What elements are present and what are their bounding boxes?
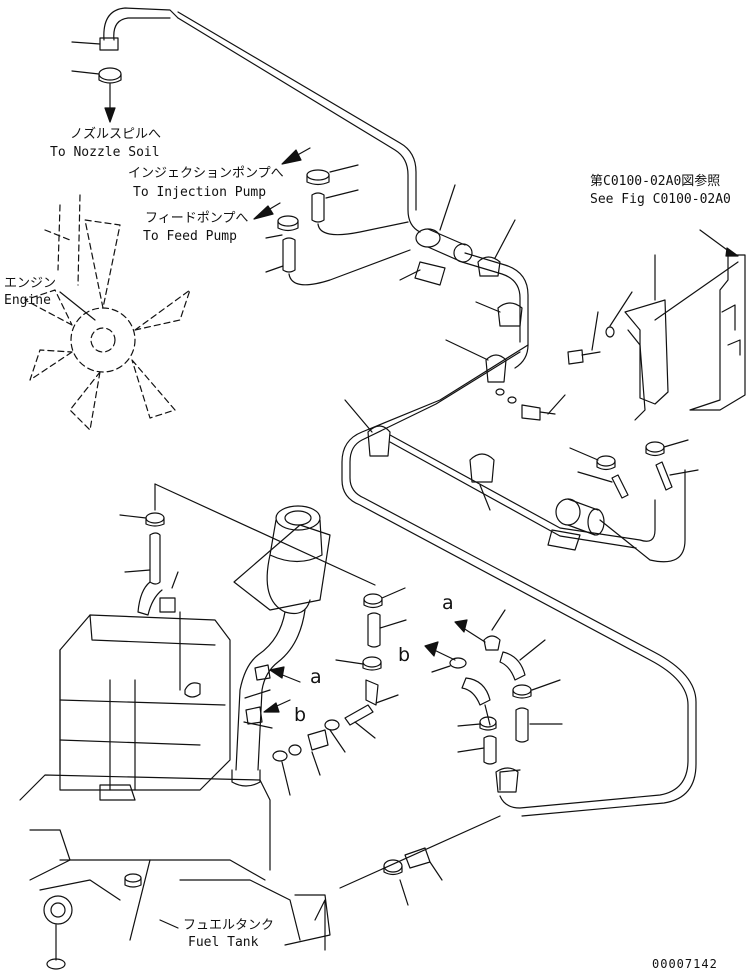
strainer-upper bbox=[399, 184, 473, 286]
washer-2 bbox=[605, 326, 615, 338]
pipe-loop-outer bbox=[341, 344, 689, 809]
clamp-1 bbox=[477, 219, 516, 277]
label-feed-jp: フィードポンプへ bbox=[145, 211, 249, 226]
feed-hose bbox=[265, 215, 411, 286]
label-nozzle-en: To Nozzle Soil bbox=[50, 145, 160, 160]
drawing-number: 00007142 bbox=[652, 957, 718, 971]
clamp-4 bbox=[344, 399, 391, 457]
label-seefig-jp: 第C0100-02A0図参照 bbox=[590, 174, 721, 189]
bolt-2 bbox=[567, 311, 601, 365]
pipe-loop-inner bbox=[349, 351, 697, 817]
arrow-to-nozzle bbox=[104, 83, 116, 123]
hose-short-2 bbox=[655, 461, 699, 491]
marker-b-right: b bbox=[398, 644, 411, 666]
nozzle-hose bbox=[71, 7, 179, 84]
label-engine-jp: エンジン bbox=[4, 276, 57, 291]
drain-clamp bbox=[46, 958, 66, 970]
hose-12 bbox=[457, 735, 497, 765]
arrow-b-right bbox=[424, 641, 467, 673]
bolt-1 bbox=[521, 394, 566, 421]
label-fueltank-en: Fuel Tank bbox=[188, 935, 259, 950]
label-nozzle-jp: ノズルスピルへ bbox=[70, 127, 162, 142]
engine-fan bbox=[24, 194, 191, 431]
clamp-3 bbox=[445, 339, 507, 396]
pipe-drop bbox=[499, 769, 521, 791]
arrow-b-left bbox=[263, 699, 291, 713]
fuel-tank bbox=[19, 614, 331, 951]
arrow-a-right bbox=[454, 609, 506, 651]
clamp-9 bbox=[512, 679, 561, 699]
neck-fittings bbox=[243, 664, 273, 729]
clamp-11 bbox=[457, 716, 497, 731]
upper-hose-clamps-left bbox=[119, 483, 376, 691]
label-engine-en: Engine bbox=[4, 293, 51, 308]
clamp-7 bbox=[569, 447, 616, 471]
label-feed-en: To Feed Pump bbox=[143, 229, 237, 244]
filler-neck bbox=[231, 505, 331, 787]
washer-2-leader bbox=[609, 291, 633, 327]
clamp-6 bbox=[469, 453, 495, 511]
marker-a-left: a bbox=[310, 666, 322, 688]
arrow-to-feed bbox=[253, 202, 281, 220]
arrow-a-left bbox=[269, 666, 301, 683]
bottom-clamp-hose bbox=[339, 815, 501, 906]
tank-cap-fitting bbox=[124, 873, 142, 888]
hose-10 bbox=[515, 707, 563, 743]
hose-short-1 bbox=[577, 471, 629, 499]
fuel-tank-leader bbox=[159, 919, 179, 929]
return-pipe-upper bbox=[177, 17, 421, 233]
bracket-assembly bbox=[624, 229, 746, 421]
pipe-return-left bbox=[389, 434, 656, 542]
injection-hose bbox=[306, 164, 409, 236]
label-fueltank-jp: フュエルタンク bbox=[183, 918, 275, 933]
clamp-5 bbox=[495, 767, 519, 793]
pipe-return-left-inner bbox=[389, 441, 637, 549]
washer-small bbox=[507, 396, 517, 404]
marker-b-left: b bbox=[294, 704, 307, 726]
clamp-8 bbox=[645, 439, 689, 457]
label-injection-jp: インジェクションポンプへ bbox=[128, 166, 284, 181]
hose-elbow-2 bbox=[499, 639, 546, 681]
arrow-to-injection bbox=[281, 147, 311, 165]
engine-leader bbox=[59, 291, 96, 321]
marker-a-right: a bbox=[442, 592, 454, 614]
clamp-2 bbox=[475, 301, 523, 327]
pipe-bend-1-inner bbox=[461, 261, 521, 343]
label-seefig-en: See Fig C0100-02A0 bbox=[590, 192, 731, 207]
pipe-right-vertical bbox=[599, 469, 686, 563]
return-pipe-upper-inner bbox=[177, 11, 417, 211]
fuel-filter-lower bbox=[547, 498, 605, 551]
centre-hose-clamps bbox=[272, 587, 407, 796]
pipe-bend-1 bbox=[464, 252, 529, 369]
hose-elbow-1 bbox=[461, 677, 491, 726]
label-injection-en: To Injection Pump bbox=[133, 185, 267, 200]
